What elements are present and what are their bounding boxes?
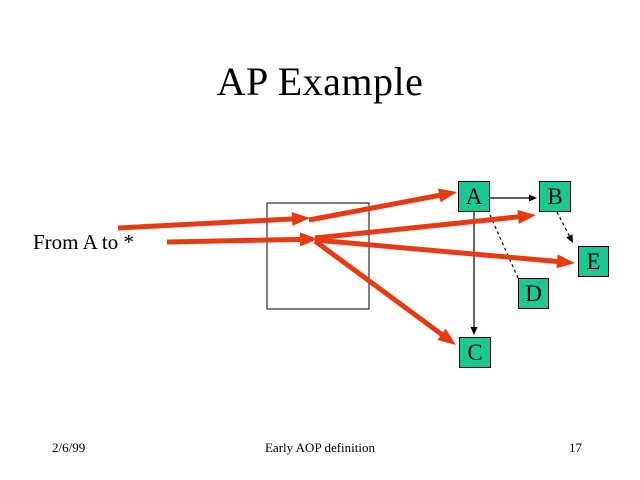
red-arrow-from-label-upper <box>117 216 294 231</box>
connector-arrowhead-A-C <box>470 327 478 335</box>
node-D: D <box>518 278 549 309</box>
red-arrowhead-fan-to-b <box>517 209 536 224</box>
connector-A-D <box>489 214 519 279</box>
red-arrow-from-label-lower <box>166 236 302 245</box>
join-point-rectangle <box>266 202 370 310</box>
connector-arrowhead-B-E <box>566 234 573 243</box>
footer-title: Early AOP definition <box>264 440 375 455</box>
red-arrowhead-fan-to-a <box>438 188 457 203</box>
red-arrow-fan-to-a <box>308 192 442 223</box>
connector-B-E <box>556 211 570 237</box>
node-C: C <box>459 337 491 368</box>
red-arrowhead-fan-to-e <box>556 254 575 269</box>
red-arrow-fan-to-e <box>314 237 560 265</box>
red-arrowhead-from-label-upper <box>291 211 310 226</box>
footer-page-number: 17 <box>569 440 582 455</box>
footer-date: 2/6/99 <box>52 440 86 455</box>
red-arrow-fan-to-b <box>314 214 521 241</box>
red-arrowhead-from-label-lower <box>299 232 318 247</box>
node-A: A <box>458 181 490 212</box>
slide-title: AP Example <box>216 59 424 104</box>
red-arrow-fan-to-c <box>313 238 445 338</box>
node-B: B <box>539 181 571 212</box>
red-arrowhead-fan-to-c <box>437 328 456 345</box>
pointcut-label: From A to * <box>33 230 134 254</box>
connector-arrowhead-A-B <box>529 194 537 202</box>
node-E: E <box>578 246 609 277</box>
